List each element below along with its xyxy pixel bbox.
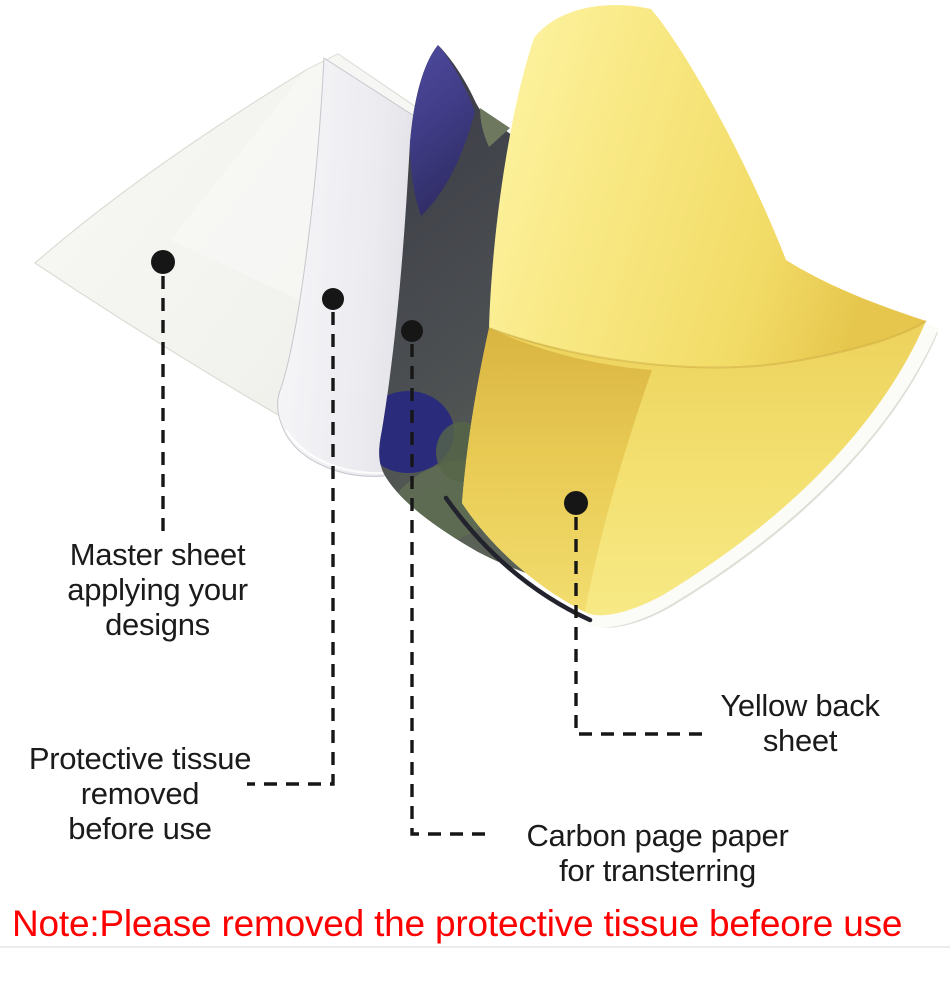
callout-line-yellow	[574, 517, 703, 736]
bottom-divider	[0, 946, 950, 948]
callout-dot-master	[151, 250, 175, 274]
callout-label-line: designs	[105, 607, 210, 642]
callout-label-line: sheet	[762, 723, 838, 758]
callout-label-line: applying your	[67, 572, 248, 607]
yellow-curl-interior	[462, 328, 652, 612]
callout-dots	[151, 250, 588, 515]
callout-line-carbon	[410, 344, 492, 836]
carbon-corner-fold	[480, 108, 510, 147]
yellow-curl-flap	[489, 5, 926, 368]
white-liner-edge	[583, 323, 939, 628]
callout-label-line: before use	[68, 811, 212, 846]
callout-label-protective-tissue: Protective tissue removed before use	[10, 741, 270, 846]
yellow-edge-shadow	[443, 495, 593, 623]
callout-label-line: removed	[80, 776, 200, 811]
callout-label-line: Yellow back	[720, 688, 880, 723]
callout-label-line: Protective tissue	[28, 741, 252, 776]
callout-label-line: Carbon page paper	[526, 818, 789, 853]
carbon-purple-top	[410, 45, 475, 216]
callout-label-yellow-back-sheet: Yellow back sheet	[690, 688, 910, 758]
callout-label-master-sheet: Master sheet applying your designs	[20, 537, 295, 642]
callout-dot-yellow	[564, 491, 588, 515]
callout-dot-carbon	[401, 320, 423, 342]
carbon-navy-underside	[379, 391, 454, 473]
callout-label-line: Master sheet	[69, 537, 246, 572]
callout-label-carbon-paper: Carbon page paper for transterring	[510, 818, 805, 888]
callout-dot-protective	[322, 288, 344, 310]
note-text: Note:Please removed the protective tissu…	[12, 903, 903, 944]
callout-leaders	[161, 276, 703, 836]
callout-line-protective	[247, 312, 335, 786]
yellow-crease-line	[488, 320, 927, 369]
yellow-back-sheet	[462, 5, 927, 616]
callout-label-line: for transterring	[559, 853, 756, 888]
